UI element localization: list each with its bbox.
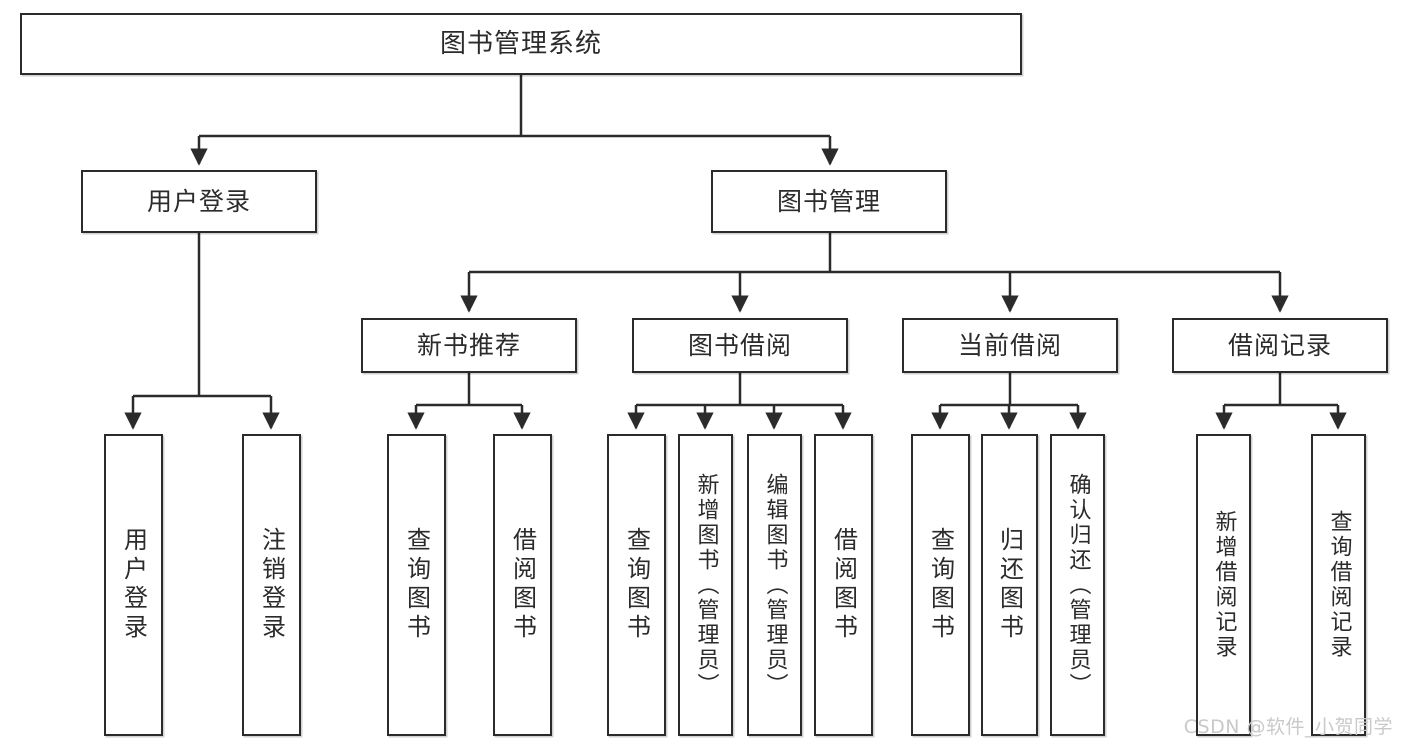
node-root-system[interactable]: 图书管理系统 [20, 13, 1022, 75]
node-label: 图书管理系统 [439, 28, 602, 59]
node-current-borrow[interactable]: 当前借阅 [902, 318, 1118, 373]
node-label: 图书借阅 [687, 330, 792, 360]
leaf-newbook-borrow-book[interactable]: 借阅图书 [493, 434, 552, 736]
node-label: 新增图书（管理员） [693, 472, 719, 698]
node-new-book-recommend[interactable]: 新书推荐 [361, 318, 577, 373]
watermark-text: CSDN @软件_小贺同学 [1183, 716, 1393, 738]
node-label: 用户登录 [146, 186, 251, 216]
leaf-current-return-book[interactable]: 归还图书 [981, 434, 1038, 736]
node-label: 查询图书 [622, 527, 651, 643]
leaf-record-add-record[interactable]: 新增借阅记录 [1196, 434, 1251, 736]
leaf-current-confirm-return-admin[interactable]: 确认归还（管理员） [1050, 434, 1105, 736]
node-borrow-record[interactable]: 借阅记录 [1172, 318, 1388, 373]
node-label: 查询借阅记录 [1326, 510, 1352, 660]
node-label: 当前借阅 [957, 330, 1062, 360]
leaf-borrow-add-book-admin[interactable]: 新增图书（管理员） [678, 434, 733, 736]
node-label: 用户登录 [119, 527, 148, 643]
node-label: 查询图书 [402, 527, 431, 643]
leaf-borrow-edit-book-admin[interactable]: 编辑图书（管理员） [747, 434, 802, 736]
node-label: 借阅图书 [829, 527, 858, 643]
node-book-borrow[interactable]: 图书借阅 [632, 318, 848, 373]
leaf-borrow-query-book[interactable]: 查询图书 [607, 434, 666, 736]
node-book-management[interactable]: 图书管理 [711, 170, 947, 233]
node-label: 查询图书 [926, 527, 955, 643]
node-label: 新书推荐 [416, 330, 521, 360]
node-user-login[interactable]: 用户登录 [81, 170, 317, 233]
leaf-borrow-borrow-book[interactable]: 借阅图书 [814, 434, 873, 736]
leaf-user-login-login[interactable]: 用户登录 [104, 434, 163, 736]
leaf-current-query-book[interactable]: 查询图书 [911, 434, 970, 736]
node-label: 借阅图书 [508, 527, 537, 643]
node-label: 注销登录 [257, 527, 286, 643]
node-label: 归还图书 [995, 527, 1024, 643]
node-label: 编辑图书（管理员） [762, 472, 788, 698]
node-label: 新增借阅记录 [1211, 510, 1237, 660]
leaf-user-login-logout[interactable]: 注销登录 [242, 434, 301, 736]
node-label: 确认归还（管理员） [1065, 472, 1091, 698]
leaf-record-query-record[interactable]: 查询借阅记录 [1311, 434, 1366, 736]
node-label: 图书管理 [776, 186, 881, 216]
leaf-newbook-query-book[interactable]: 查询图书 [387, 434, 446, 736]
node-label: 借阅记录 [1227, 330, 1332, 360]
